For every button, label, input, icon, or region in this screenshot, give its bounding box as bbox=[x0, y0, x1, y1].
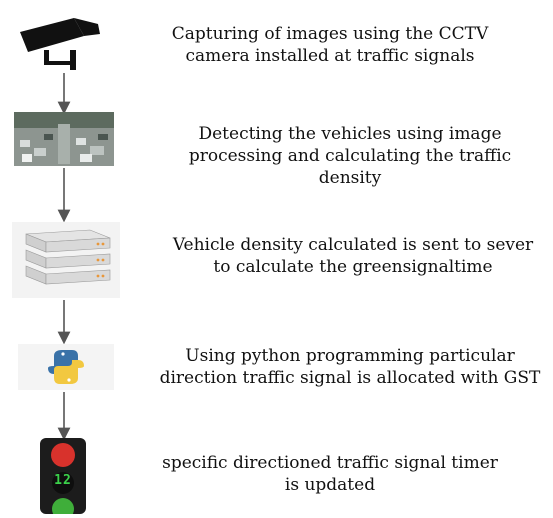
green-lamp-icon bbox=[52, 498, 74, 518]
step-5-text: specific directioned traffic signal time… bbox=[162, 453, 498, 495]
cctv-camera-icon bbox=[14, 14, 106, 76]
signal-timer-display: 12 bbox=[54, 473, 72, 488]
step-1-text: Capturing of images using the CCTV camer… bbox=[171, 24, 489, 66]
step-2-text: Detecting the vehicles using image proce… bbox=[188, 124, 512, 188]
step-3-text: Vehicle density calculated is sent to se… bbox=[172, 235, 534, 277]
step-4-text: Using python programming particular dire… bbox=[159, 346, 541, 388]
red-lamp-icon bbox=[51, 443, 75, 467]
traffic-light-icon: 12 bbox=[32, 438, 94, 518]
python-logo-icon bbox=[18, 344, 114, 394]
traffic-image-icon bbox=[14, 112, 114, 170]
server-icon bbox=[12, 222, 120, 302]
